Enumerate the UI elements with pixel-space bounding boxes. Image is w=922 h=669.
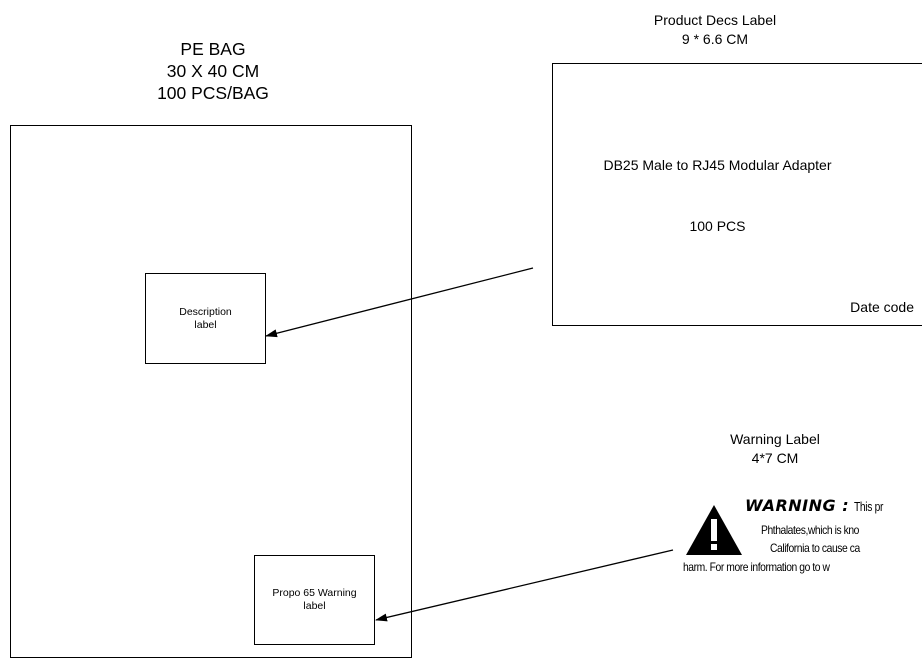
warning-word: WARNING : [745,496,850,515]
description-label-text: Description label [161,306,251,332]
warning-label-title: Warning Label 4*7 CM [690,430,860,468]
warning-triangle-icon [686,505,742,555]
product-quantity-text: 100 PCS [689,218,746,234]
description-label-line1: Description [179,305,232,318]
propo65-label-line1: Propo 65 Warning [272,587,357,599]
bag-title: PE BAG 30 X 40 CM 100 PCS/BAG [110,38,316,104]
propo65-label-text: Propo 65 Warning label [257,587,372,613]
warning-text-line3: California to cause ca [770,541,860,555]
warning-text-line4: harm. For more information go to w [683,560,830,574]
arrow-to-propo65-label [375,549,674,622]
product-name-text: DB25 Male to RJ45 Modular Adapter [603,157,832,173]
warning-line1-rest: This pr [853,500,883,514]
product-label-title-line1: Product Decs Label [653,12,777,28]
propo65-label-line2: label [303,600,326,612]
propo65-label-box: Propo 65 Warning label [254,555,375,645]
warning-text-line2: Phthalates,which is kno [761,523,859,537]
bag-size-text: 30 X 40 CM [166,61,260,81]
warning-text-line1: WARNING : This pr [745,496,889,516]
description-label-line2: label [194,318,217,331]
product-label-size: 9 * 6.6 CM [681,31,749,47]
warning-label-title-line1: Warning Label [730,431,820,447]
warning-label-size: 4*7 CM [751,450,799,466]
warning-exclamation-dot [711,544,717,550]
bag-quantity-text: 100 PCS/BAG [157,83,269,103]
description-label-box: Description label [145,273,266,364]
warning-exclamation-bar [711,519,717,541]
bag-title-line1: PE BAG [180,39,246,59]
product-label-box: DB25 Male to RJ45 Modular Adapter 100 PC… [552,63,922,326]
product-label-title: Product Decs Label 9 * 6.6 CM [590,11,840,49]
date-code-text: Date code [850,299,914,315]
